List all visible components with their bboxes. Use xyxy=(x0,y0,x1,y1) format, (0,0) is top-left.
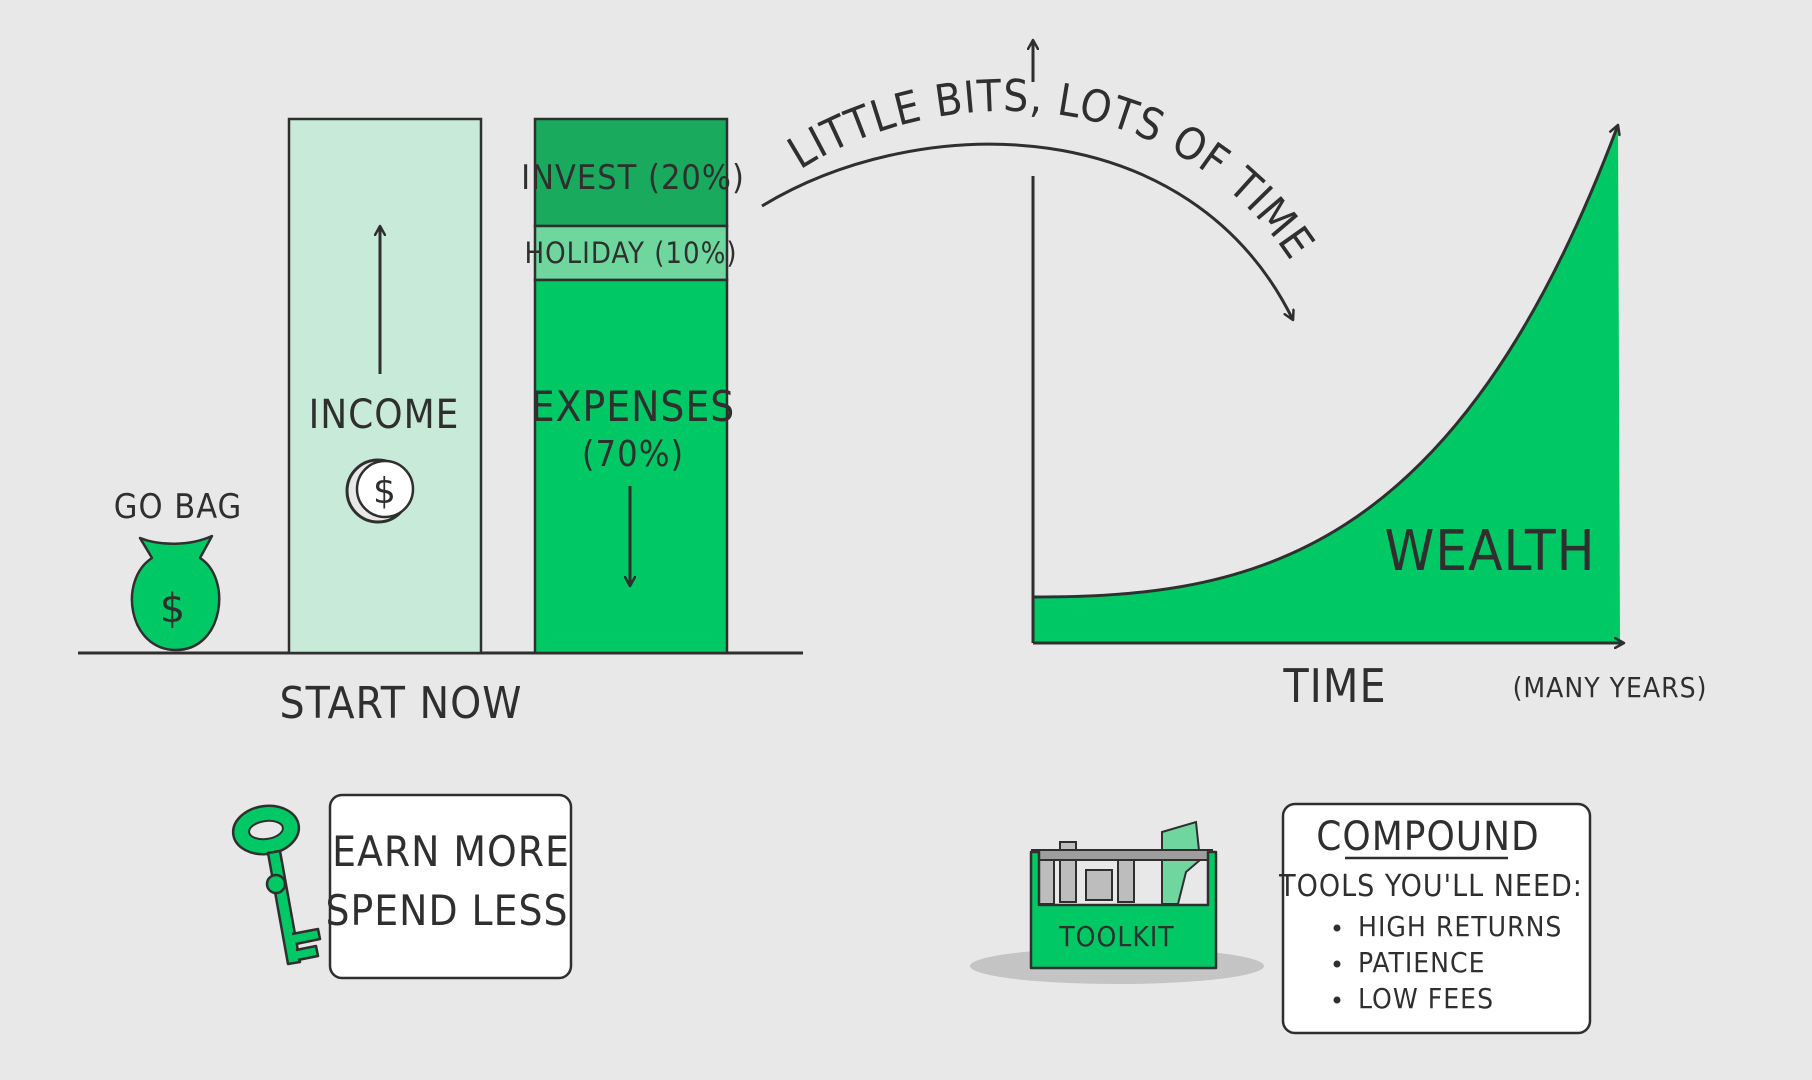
expenses-label: EXPENSES xyxy=(531,382,736,431)
svg-text:$: $ xyxy=(160,586,186,632)
holiday-label: HOLIDAY (10%) xyxy=(524,236,737,270)
allocation-bar xyxy=(533,117,729,655)
bullet-icon xyxy=(1333,924,1341,932)
compound-title: COMPOUND xyxy=(1316,814,1540,860)
income-label: INCOME xyxy=(309,392,460,438)
expenses-segment xyxy=(533,278,729,655)
wealth-curve xyxy=(1032,125,1618,599)
money-bag-icon: $ xyxy=(130,534,221,652)
income-bar xyxy=(287,117,483,655)
arc-arrow xyxy=(761,142,1293,320)
growth-chart: WEALTH TIME (MANY YEARS) xyxy=(1032,40,1708,713)
toolkit-label: TOOLKIT xyxy=(1058,920,1174,953)
wealth-area xyxy=(1033,125,1620,643)
go-bag-label: GO BAG xyxy=(114,487,243,527)
wealth-label: WEALTH xyxy=(1384,519,1595,584)
tools-needed-label: TOOLS YOU'LL NEED: xyxy=(1278,869,1583,904)
many-years-label: (MANY YEARS) xyxy=(1513,671,1708,704)
compound-card xyxy=(1281,802,1592,1035)
spend-less-text: SPEND LESS xyxy=(326,886,569,935)
svg-text:$: $ xyxy=(373,471,397,512)
toolbox-icon xyxy=(970,820,1264,984)
earn-more-text: EARN MORE xyxy=(332,827,570,876)
coin-dollar-icon: $ xyxy=(345,458,415,524)
invest-label: INVEST (20%) xyxy=(521,158,745,198)
bullet-icon xyxy=(1333,960,1341,968)
earn-more-card xyxy=(328,793,573,980)
tool-item: LOW FEES xyxy=(1358,982,1494,1015)
tool-item: HIGH RETURNS xyxy=(1358,910,1562,943)
expenses-percent: (70%) xyxy=(582,434,684,475)
key-icon xyxy=(231,804,322,966)
tool-item: PATIENCE xyxy=(1358,946,1486,979)
bullet-icon xyxy=(1333,996,1341,1004)
start-now-label: START NOW xyxy=(280,678,523,729)
time-label: TIME xyxy=(1282,659,1386,713)
budget-section: GO BAG $ INCOME $ INVEST (20%) HOLIDAY (… xyxy=(78,117,803,729)
